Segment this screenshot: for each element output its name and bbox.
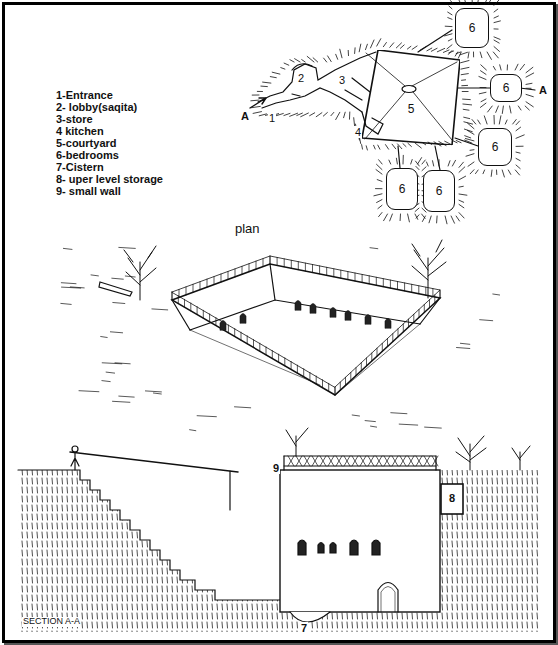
callout-number: 2 — [297, 72, 305, 84]
room-number: 5 — [408, 103, 415, 115]
perspective-grass-and-fence — [61, 247, 500, 430]
section-mark: A — [538, 84, 548, 96]
view-title: SECTION A-A — [22, 617, 81, 627]
section-drawing — [18, 428, 540, 632]
bedroom-room: 6 — [478, 128, 512, 166]
legend-item: 5-courtyard — [55, 137, 118, 149]
legend-item: 7-Cistern — [55, 161, 105, 173]
legend-item: 9- small wall — [55, 185, 122, 197]
perspective-drawing — [99, 240, 446, 395]
room-number: 6 — [436, 185, 443, 197]
legend-item: 1-Entrance — [55, 89, 114, 101]
bedroom-room: 6 — [455, 8, 489, 48]
room-number: 6 — [469, 22, 476, 34]
callout-number: 3 — [338, 74, 346, 86]
legend-item: 3-store — [55, 113, 94, 125]
callout-number: 7 — [300, 622, 308, 634]
section-mark: A — [240, 110, 250, 122]
callout-number: 8 — [448, 492, 456, 504]
bedroom-room: 6 — [386, 168, 418, 210]
legend-item: 8- uper level storage — [55, 173, 164, 185]
callout-number: 9 — [272, 462, 280, 474]
legend-item: 4 kitchen — [55, 125, 105, 137]
legend-item: 2- lobby(saqita) — [55, 101, 138, 113]
callout-number: 4 — [354, 126, 362, 138]
room-number: 6 — [399, 183, 406, 195]
room-number: 6 — [503, 82, 510, 94]
courtyard-shape: 5 — [362, 50, 460, 145]
room-number: 6 — [492, 141, 499, 153]
courtyard-outline — [362, 50, 460, 145]
legend-item: 6-bedrooms — [55, 149, 120, 161]
callout-number: 1 — [268, 112, 276, 124]
bedroom-room: 6 — [423, 170, 455, 212]
view-title: plan — [234, 222, 261, 236]
plan-drawing — [250, 30, 535, 170]
plan-terrain-hatching — [251, 0, 534, 224]
bedroom-room: 6 — [490, 74, 522, 102]
